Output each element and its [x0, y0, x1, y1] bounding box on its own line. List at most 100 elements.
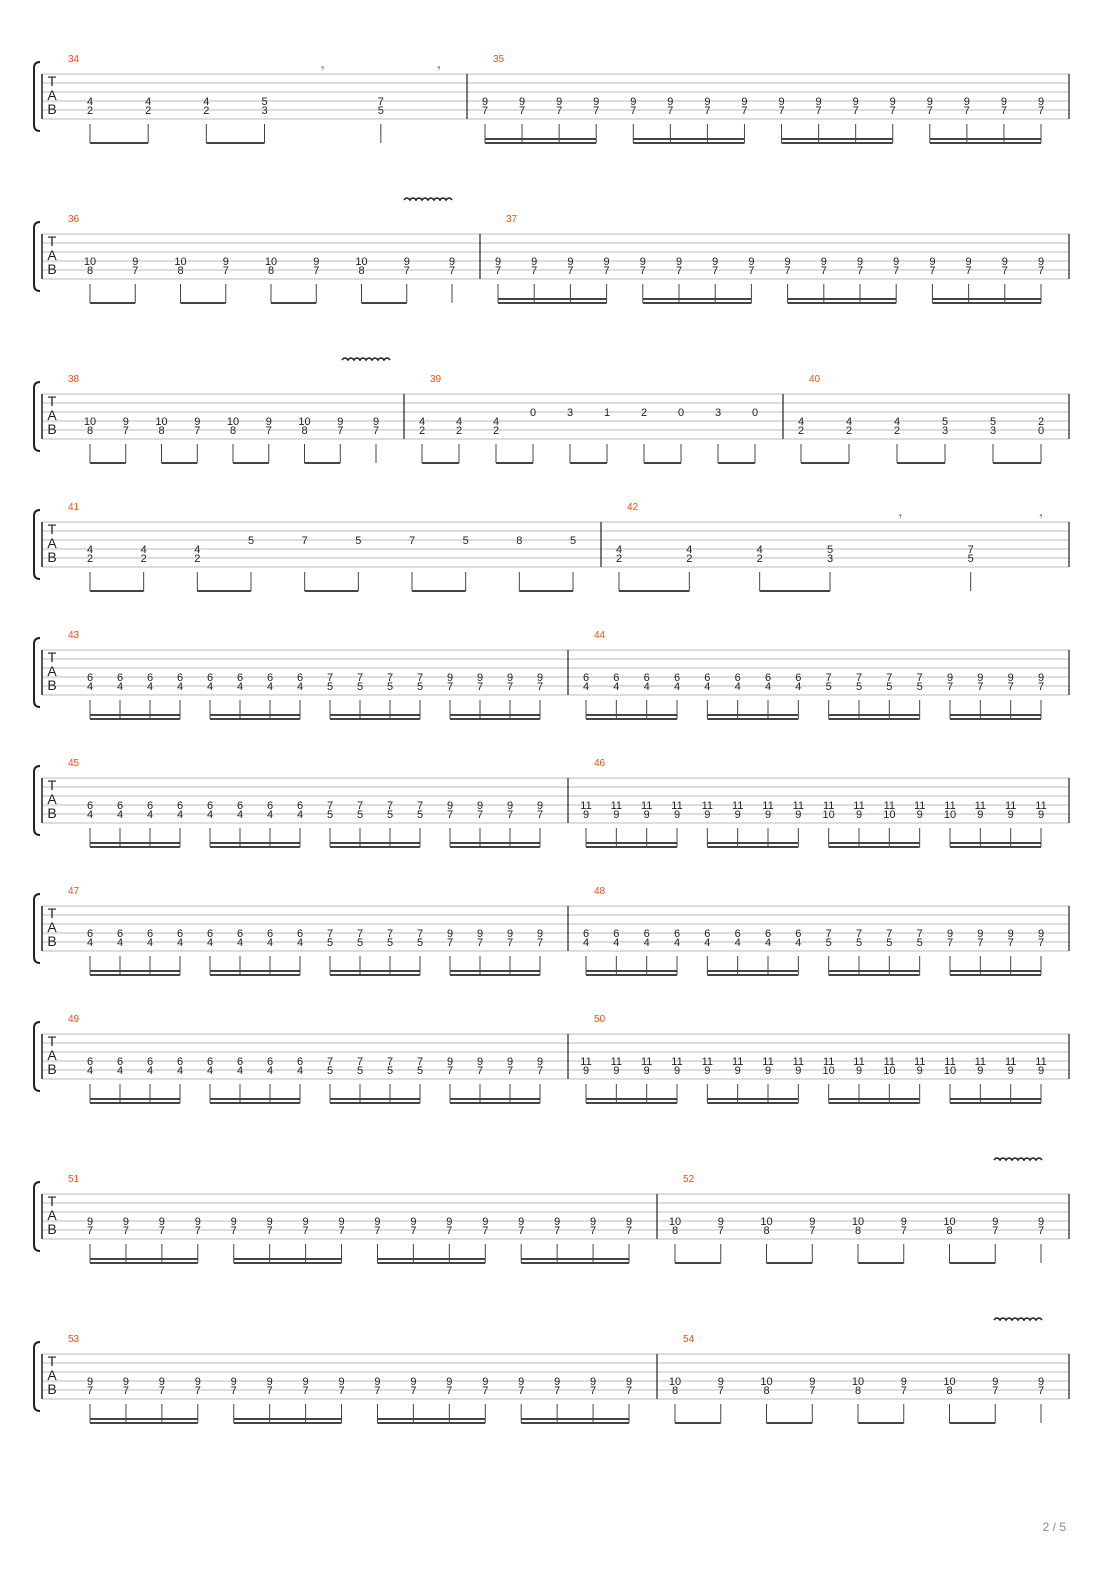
fret-number: 10	[943, 1376, 955, 1388]
tab-clef-letter: T	[48, 777, 57, 793]
fret-number: 8	[763, 1225, 769, 1237]
fret-number: 7	[231, 1225, 237, 1237]
fret-number: 7	[593, 105, 599, 117]
fret-number: 7	[917, 928, 923, 940]
tab-clef-letter: B	[47, 805, 56, 821]
fret-number: 6	[674, 672, 680, 684]
fret-number: 7	[477, 681, 483, 693]
fret-number: 4	[493, 416, 499, 428]
fret-number: 7	[482, 1385, 488, 1397]
fret-number: 4	[87, 96, 93, 108]
fret-number: 9	[590, 1376, 596, 1388]
fret-number: 9	[447, 672, 453, 684]
fret-number: 5	[327, 937, 333, 949]
fret-number: 9	[482, 1376, 488, 1388]
fret-number: 6	[765, 672, 771, 684]
fret-number: 8	[946, 1385, 952, 1397]
fret-number: 8	[230, 425, 236, 437]
fret-number: 9	[718, 1376, 724, 1388]
fret-number: 9	[856, 1065, 862, 1077]
fret-number: 4	[147, 1065, 153, 1077]
fret-number: 9	[338, 1216, 344, 1228]
fret-number: 9	[674, 1065, 680, 1077]
fret-number: 8	[301, 425, 307, 437]
fret-number: 7	[507, 809, 513, 821]
fret-number: 9	[667, 96, 673, 108]
fret-number: 4	[177, 937, 183, 949]
fret-number: 7	[447, 809, 453, 821]
fret-number: 10	[944, 809, 956, 821]
fret-number: 9	[977, 928, 983, 940]
fret-number: 7	[223, 265, 229, 277]
measure-number: 47	[68, 886, 80, 897]
fret-number: 4	[704, 937, 710, 949]
fret-number: 7	[590, 1225, 596, 1237]
fret-number: 7	[518, 1225, 524, 1237]
fret-number: 7	[667, 105, 673, 117]
fret-number: 6	[207, 672, 213, 684]
fret-number: 7	[826, 928, 832, 940]
fret-number: 7	[159, 1225, 165, 1237]
fret-number: 10	[760, 1376, 772, 1388]
fret-number: 4	[846, 416, 852, 428]
fret-number: 6	[87, 1056, 93, 1068]
fret-number: 4	[207, 1065, 213, 1077]
fret-number: 7	[266, 425, 272, 437]
fret-number: 9	[231, 1216, 237, 1228]
fret-number: 8	[87, 265, 93, 277]
fret-number: 6	[87, 800, 93, 812]
fret-number: 7	[590, 1385, 596, 1397]
fret-number: 4	[297, 937, 303, 949]
fret-number: 2	[894, 425, 900, 437]
tab-clef-letter: B	[47, 677, 56, 693]
fret-number: 9	[947, 672, 953, 684]
fret-number: 4	[147, 937, 153, 949]
tab-system: TAB3442424253𝄾75𝄾35979797979797979797979…	[33, 54, 1070, 144]
fret-number: 9	[447, 800, 453, 812]
fret-number: 9	[87, 1216, 93, 1228]
fret-number: 9	[735, 809, 741, 821]
fret-number: 10	[84, 256, 96, 268]
fret-number: 9	[741, 96, 747, 108]
fret-number: 11	[611, 800, 622, 812]
system-bracket	[33, 1341, 41, 1412]
fret-number: 5	[826, 681, 832, 693]
fret-number: 9	[947, 928, 953, 940]
fret-number: 9	[518, 1376, 524, 1388]
fret-number: 5	[463, 535, 469, 547]
fret-number: 9	[1038, 1376, 1044, 1388]
eighth-rest-icon: 𝄾	[1040, 511, 1043, 523]
fret-number: 0	[1038, 425, 1044, 437]
fret-number: 9	[194, 416, 200, 428]
fret-number: 8	[177, 265, 183, 277]
fret-number: 11	[611, 1056, 622, 1068]
fret-number: 6	[147, 800, 153, 812]
eighth-rest-icon: 𝄾	[438, 63, 441, 75]
fret-number: 4	[141, 544, 147, 556]
fret-number: 9	[537, 800, 543, 812]
measure-number: 41	[68, 502, 80, 513]
fret-number: 7	[676, 265, 682, 277]
fret-number: 4	[237, 809, 243, 821]
vibrato-icon	[341, 357, 391, 362]
fret-number: 9	[477, 672, 483, 684]
fret-number: 0	[530, 407, 536, 419]
fret-number: 6	[237, 672, 243, 684]
fret-number: 8	[158, 425, 164, 437]
measure-number: 51	[68, 1174, 80, 1185]
fret-number: 5	[917, 681, 923, 693]
fret-number: 8	[672, 1225, 678, 1237]
fret-number: 5	[355, 535, 361, 547]
fret-number: 3	[715, 407, 721, 419]
fret-number: 7	[886, 928, 892, 940]
fret-number: 5	[387, 809, 393, 821]
fret-number: 7	[507, 1065, 513, 1077]
fret-number: 9	[446, 1216, 452, 1228]
fret-number: 9	[704, 96, 710, 108]
fret-number: 4	[765, 681, 771, 693]
